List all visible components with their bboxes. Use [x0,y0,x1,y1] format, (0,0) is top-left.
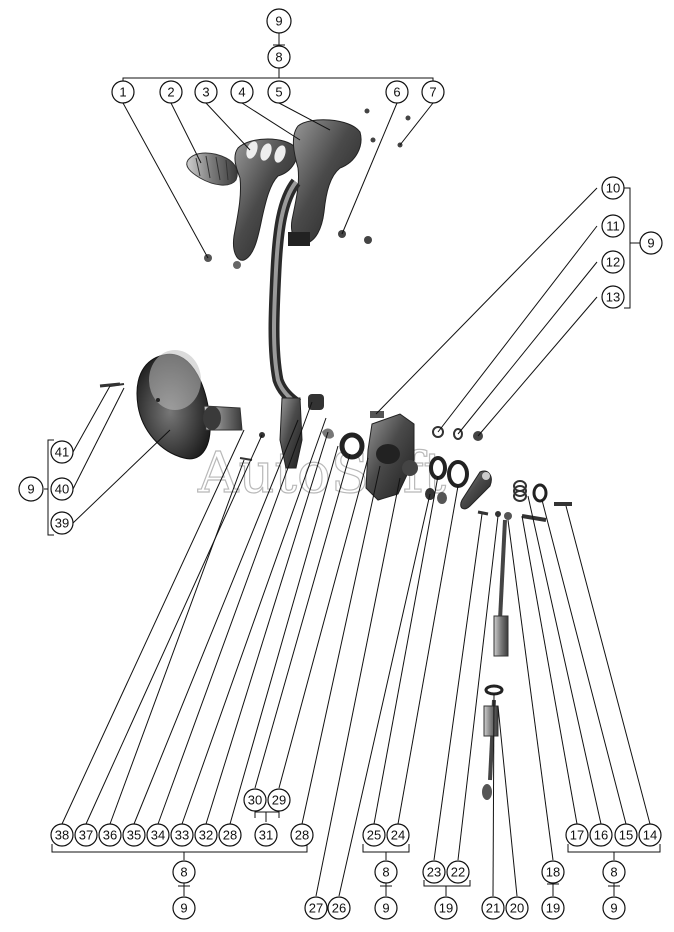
callout-label: 3 [202,85,209,100]
callout-label: 24 [391,828,405,843]
callout-label: 13 [606,290,620,305]
callout-label: 8 [382,865,389,880]
callout-label: 4 [238,85,245,100]
callout-label: 19 [439,901,453,916]
bowl-housing [136,350,243,460]
callout-label: 11 [606,219,620,234]
callout-label: 1 [119,85,126,100]
callout-label: 20 [510,901,524,916]
callout-label: 2 [167,85,174,100]
callout-label: 32 [199,828,213,843]
callout-label: 7 [429,85,436,100]
callout-label: 35 [127,828,141,843]
callout-label: 40 [55,482,69,497]
callout-label: 8 [180,865,187,880]
leader-lines [44,33,661,897]
callout-label: 29 [272,793,286,808]
callout-label: 5 [275,85,282,100]
callout-label: 31 [259,828,273,843]
callout-label: 39 [55,516,69,531]
callout-label: 33 [175,828,189,843]
callout-label: 9 [647,236,654,251]
callout-label: 14 [643,828,657,843]
callout-label: 9 [275,14,282,29]
arm-lever [460,470,492,510]
callout-label: 16 [594,828,608,843]
callout-label: 12 [606,255,620,270]
bracket-and-plate [308,394,418,501]
callout-label: 8 [610,865,617,880]
callout-label: 17 [570,828,584,843]
callout-label: 9 [27,482,34,497]
callout-label: 22 [451,865,465,880]
callout-label: 30 [248,793,262,808]
callout-label: 19 [546,901,560,916]
callout-circles [18,8,663,920]
callout-label: 27 [309,901,323,916]
callout-label: 36 [103,828,117,843]
lever-handle-right-half [288,119,362,246]
small-fasteners-top [204,108,411,269]
callout-label: 28 [295,828,309,843]
callout-label: 8 [275,50,282,65]
callout-label: 21 [486,901,500,916]
callout-label: 15 [619,828,633,843]
lever-handle-grip-knobs [186,152,238,186]
callout-label: 10 [606,181,620,196]
callout-label: 37 [79,828,93,843]
callout-label: 34 [151,828,165,843]
callout-label: 9 [610,901,617,916]
spring-and-bolts-right [477,480,572,522]
control-cable-assembly [482,512,512,800]
callout-label: 18 [546,865,560,880]
callout-label: 9 [382,901,389,916]
callout-label: 28 [223,828,237,843]
callout-label: 23 [427,865,441,880]
callout-label: 25 [367,828,381,843]
callout-label: 41 [55,445,69,460]
callout-label: 6 [393,85,400,100]
callout-label: 38 [55,828,69,843]
callout-label: 26 [332,901,346,916]
callout-label: 9 [180,901,187,916]
